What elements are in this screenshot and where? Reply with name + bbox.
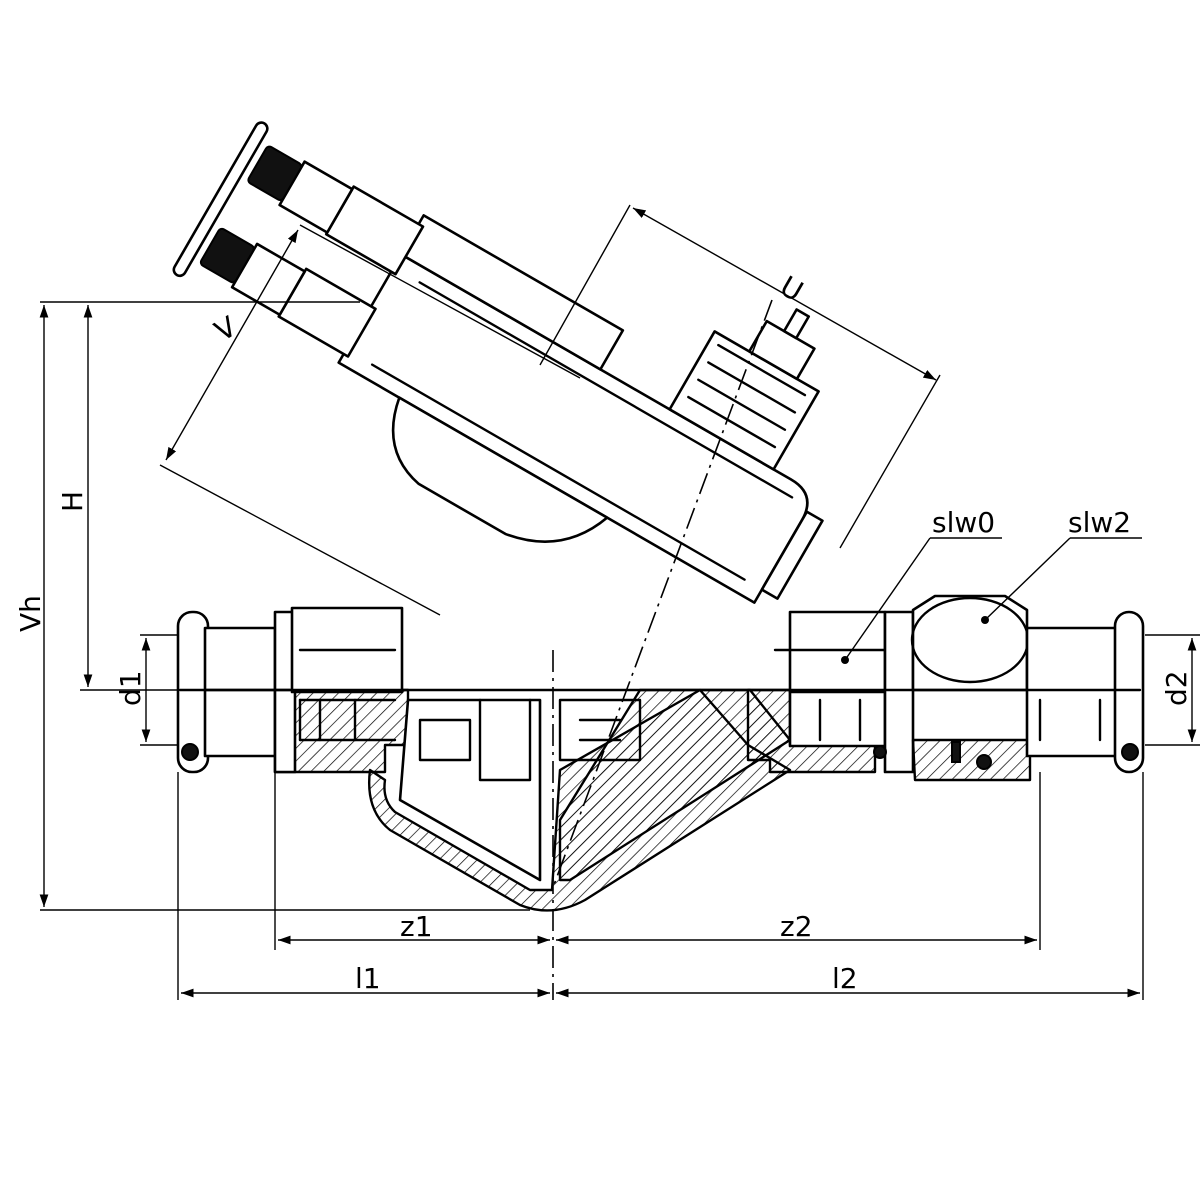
callout-label-slw0: slw0 [932, 506, 995, 539]
dim-label-d2: d2 [1160, 670, 1193, 706]
left-press-fitting [176, 606, 404, 774]
valve-upper-body [172, 121, 824, 604]
dim-label-u: U [775, 269, 809, 308]
dim-label-vh: Vh [14, 595, 47, 632]
callout-label-slw2: slw2 [1068, 506, 1131, 539]
dim-label-z1: z1 [400, 910, 433, 943]
dim-label-d1: d1 [114, 670, 147, 706]
dim-label-l1: l1 [355, 962, 381, 995]
dim-label-l2: l2 [832, 962, 858, 995]
right-union-fitting [773, 594, 1145, 782]
valve-tilt-axis [551, 299, 773, 891]
dimension-lines [39, 204, 1200, 1000]
dim-label-v: V [209, 310, 242, 348]
dim-label-z2: z2 [780, 910, 813, 943]
dim-label-h: H [56, 491, 89, 512]
valve-lower-body [273, 688, 877, 912]
